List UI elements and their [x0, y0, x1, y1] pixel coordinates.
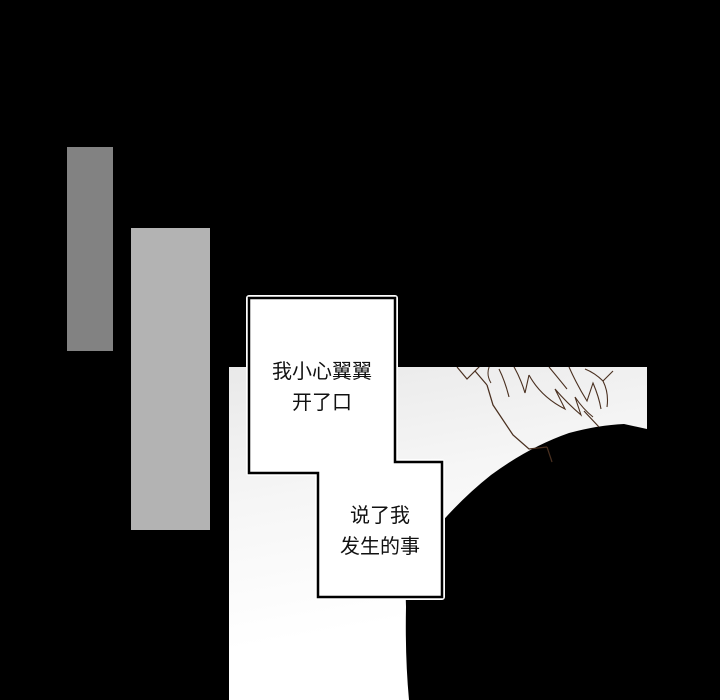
caption-text-2: 说了我 发生的事 [322, 500, 438, 562]
caption-text-1: 我小心翼翼 开了口 [254, 356, 390, 418]
character-illustration [405, 367, 647, 700]
caption-1-line-1: 我小心翼翼 [272, 359, 372, 383]
decorative-bar-light [131, 228, 210, 530]
caption-2-line-2: 发生的事 [340, 534, 420, 558]
decorative-bar-dark [67, 147, 113, 351]
caption-1-line-2: 开了口 [292, 390, 352, 414]
background-black-strip [647, 367, 720, 700]
caption-2-line-1: 说了我 [350, 503, 410, 527]
